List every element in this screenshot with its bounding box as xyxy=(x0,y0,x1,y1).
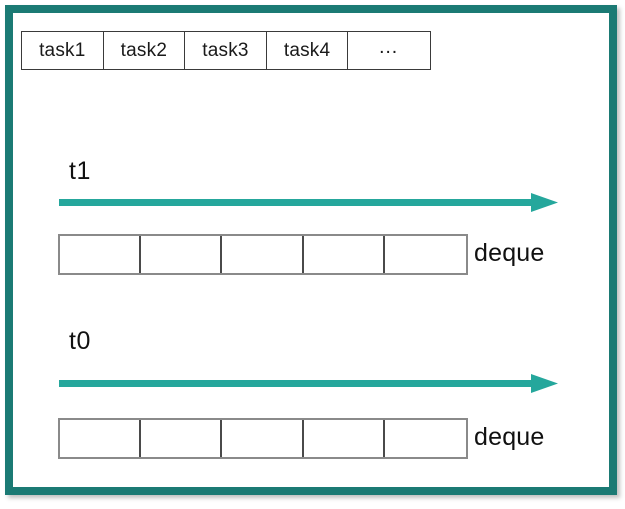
deque-cell xyxy=(303,420,385,457)
timeline-arrow-t0 xyxy=(59,371,559,397)
thread-label-t1: t1 xyxy=(69,157,91,185)
deque-cell xyxy=(384,420,466,457)
task-cell: task2 xyxy=(103,32,186,69)
deque-cell xyxy=(384,236,466,273)
task-queue-strip: task1 task2 task3 task4 … xyxy=(21,31,431,70)
deque-cell xyxy=(141,420,223,457)
deque-cell xyxy=(222,236,304,273)
task-cell-ellipsis: … xyxy=(348,32,430,69)
diagram-frame xyxy=(5,5,617,495)
task-cell: task3 xyxy=(185,32,267,69)
deque-caption-t1: deque xyxy=(474,239,545,267)
task-cell: task1 xyxy=(22,32,104,69)
deque-cell xyxy=(303,236,385,273)
timeline-arrow-t1 xyxy=(59,190,559,216)
deque-cell xyxy=(60,420,142,457)
deque-strip-t1 xyxy=(58,234,468,275)
deque-cell xyxy=(141,236,223,273)
deque-caption-t0: deque xyxy=(474,423,545,451)
deque-strip-t0 xyxy=(58,418,468,459)
deque-cell xyxy=(222,420,304,457)
deque-cell xyxy=(60,236,142,273)
thread-label-t0: t0 xyxy=(69,327,91,355)
task-cell: task4 xyxy=(266,32,349,69)
